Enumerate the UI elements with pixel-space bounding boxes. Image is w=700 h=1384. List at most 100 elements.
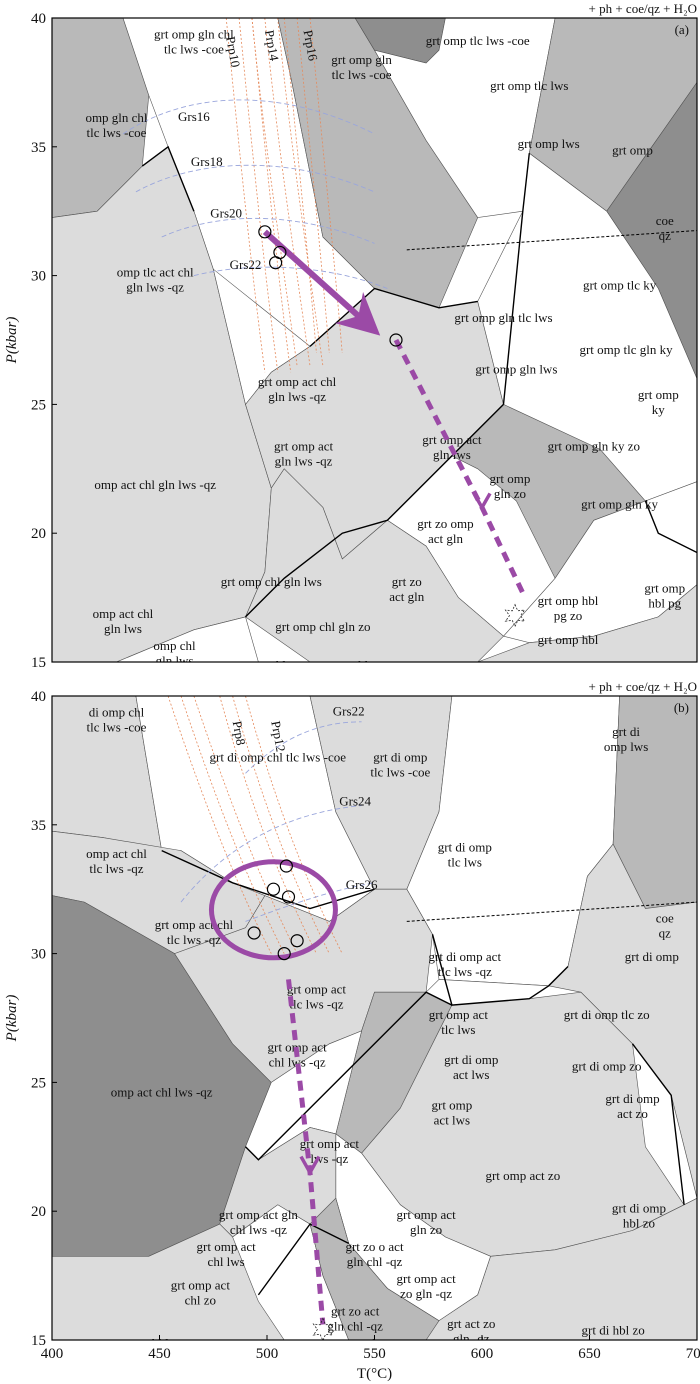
field-label: grt zo omp [417,516,473,531]
field-label: tlc lws -qz [438,964,492,979]
reaction-line [245,403,504,618]
field-label: gln zo [326,673,358,688]
isopleth-label: Prp12 [268,720,288,753]
field-label: hbl pg [648,595,681,610]
y-axis-label: P(kbar) [4,317,20,365]
field-label: gln lws -qz [126,280,184,295]
field-label: grt omp act gln [219,1207,299,1222]
y-tick-label: 35 [31,818,46,834]
field-label: grt omp gln [331,52,392,67]
prp-isopleth [225,18,266,373]
field-label: omp tlc act chl [117,265,194,280]
panel-tag: (a) [675,22,689,37]
isopleth-label: Grs26 [346,877,378,892]
field-label: qz [659,926,672,941]
field-label: tlc lws -qz [89,861,143,876]
field-label: grt omp gln ky [581,497,658,512]
y-axis-label: P(kbar) [4,995,20,1043]
reaction-line [431,934,569,1006]
prp-isopleth [245,696,343,954]
reaction-line [631,1043,685,1205]
field-label: grt omp tlc ky [583,278,657,293]
isopleth-label: Prp10 [223,35,243,68]
peak-star-marker [312,1317,334,1340]
field-label: tlc lws -coe [87,719,147,734]
field-label: act lws [434,1112,470,1127]
field-label: omp act chl lws [101,1336,183,1351]
isopleth-label: Grs22 [230,257,262,272]
x-tick-label: 700 [686,1346,700,1362]
isopleth-label: Grs22 [333,703,365,718]
sample-point [281,890,296,904]
x-tick-label: 500 [256,1346,279,1362]
field-label: di omp chl [89,704,145,719]
field-label: grt omp hbl [538,632,599,647]
field-label: grt omp act [429,1007,489,1022]
field-label: act gln [389,589,425,604]
y-tick-label: 15 [31,1333,46,1349]
field-label: gln lws -qz [268,389,326,404]
field-label: grt omp [431,1097,472,1112]
field-label: grt omp [638,387,679,402]
field-label: grt omp act [422,432,482,447]
field-label: grt omp act [396,1207,456,1222]
field-label: act gln [428,531,464,546]
field-label: gln -qz [453,1331,490,1346]
reaction-line [161,849,375,910]
x-tick-label: 600 [471,1346,494,1362]
field-label: qz [659,228,672,243]
field-label: gln lws [104,621,142,636]
retrograde-arrowhead [299,1155,321,1177]
field-label: grt act chl [316,658,368,673]
field-label: tlc lws -coe [370,765,430,780]
field-label: tlc lws [448,855,482,870]
reaction-line [245,991,453,1161]
y-tick-label: 15 [31,655,46,671]
panel-tag: (b) [674,700,689,715]
field-label: grt omp chl gln zo [275,619,370,634]
panel-frame [51,17,698,663]
field-label: grt di hbl zo [582,1323,645,1338]
field-label: omp lws [604,739,648,754]
field-label: grt di omp zo [572,1059,642,1074]
sample-point [247,926,261,940]
sample-point [269,256,283,270]
field-label: grt omp act [396,1271,456,1286]
field-label: tlc lws -qz [289,996,343,1011]
field-label: grt zo [392,574,422,589]
field-label: grt omp hbl [538,593,599,608]
field-label: grt di omp [625,949,679,964]
reaction-line [644,500,697,554]
field-label: gln zo [249,673,281,688]
prp-isopleth [193,696,298,954]
field-label: grt di omp act [429,949,502,964]
prp-isopleth [251,18,292,373]
field-label: grt omp act chl [155,917,234,932]
reaction-line [141,145,195,212]
field-label: omp chl [153,638,196,653]
grs-isopleth [161,217,375,244]
field-label: omp chl [244,658,287,673]
field-label: chl zo [185,1293,216,1308]
reaction-line [257,1223,350,1296]
y-tick-label: 20 [31,1204,46,1220]
sample-point [266,882,281,896]
reaction-line [502,153,530,405]
field-label: grt di omp [444,1052,498,1067]
field-label: grt omp gln ky zo [548,439,640,454]
field-label: chl lws -qz [269,1054,326,1069]
field-label: grt zo o act [345,1239,404,1254]
grs-isopleth [180,805,362,903]
isopleth-label: Grs18 [191,154,223,169]
field-label: gln chl -qz [327,1318,383,1333]
field-label: gln lws [433,447,471,462]
field-label: omp act chl [86,846,147,861]
x-tick-label: 550 [363,1346,386,1362]
isopleth-label: Prp16 [301,29,321,63]
field-label: omp act [257,1336,299,1351]
field-label: gln lws -qz [275,454,333,469]
field-label: grt omp hbl zo [459,670,535,685]
field-label: omp gln chl [85,110,147,125]
field-label: omp act chl [93,606,154,621]
